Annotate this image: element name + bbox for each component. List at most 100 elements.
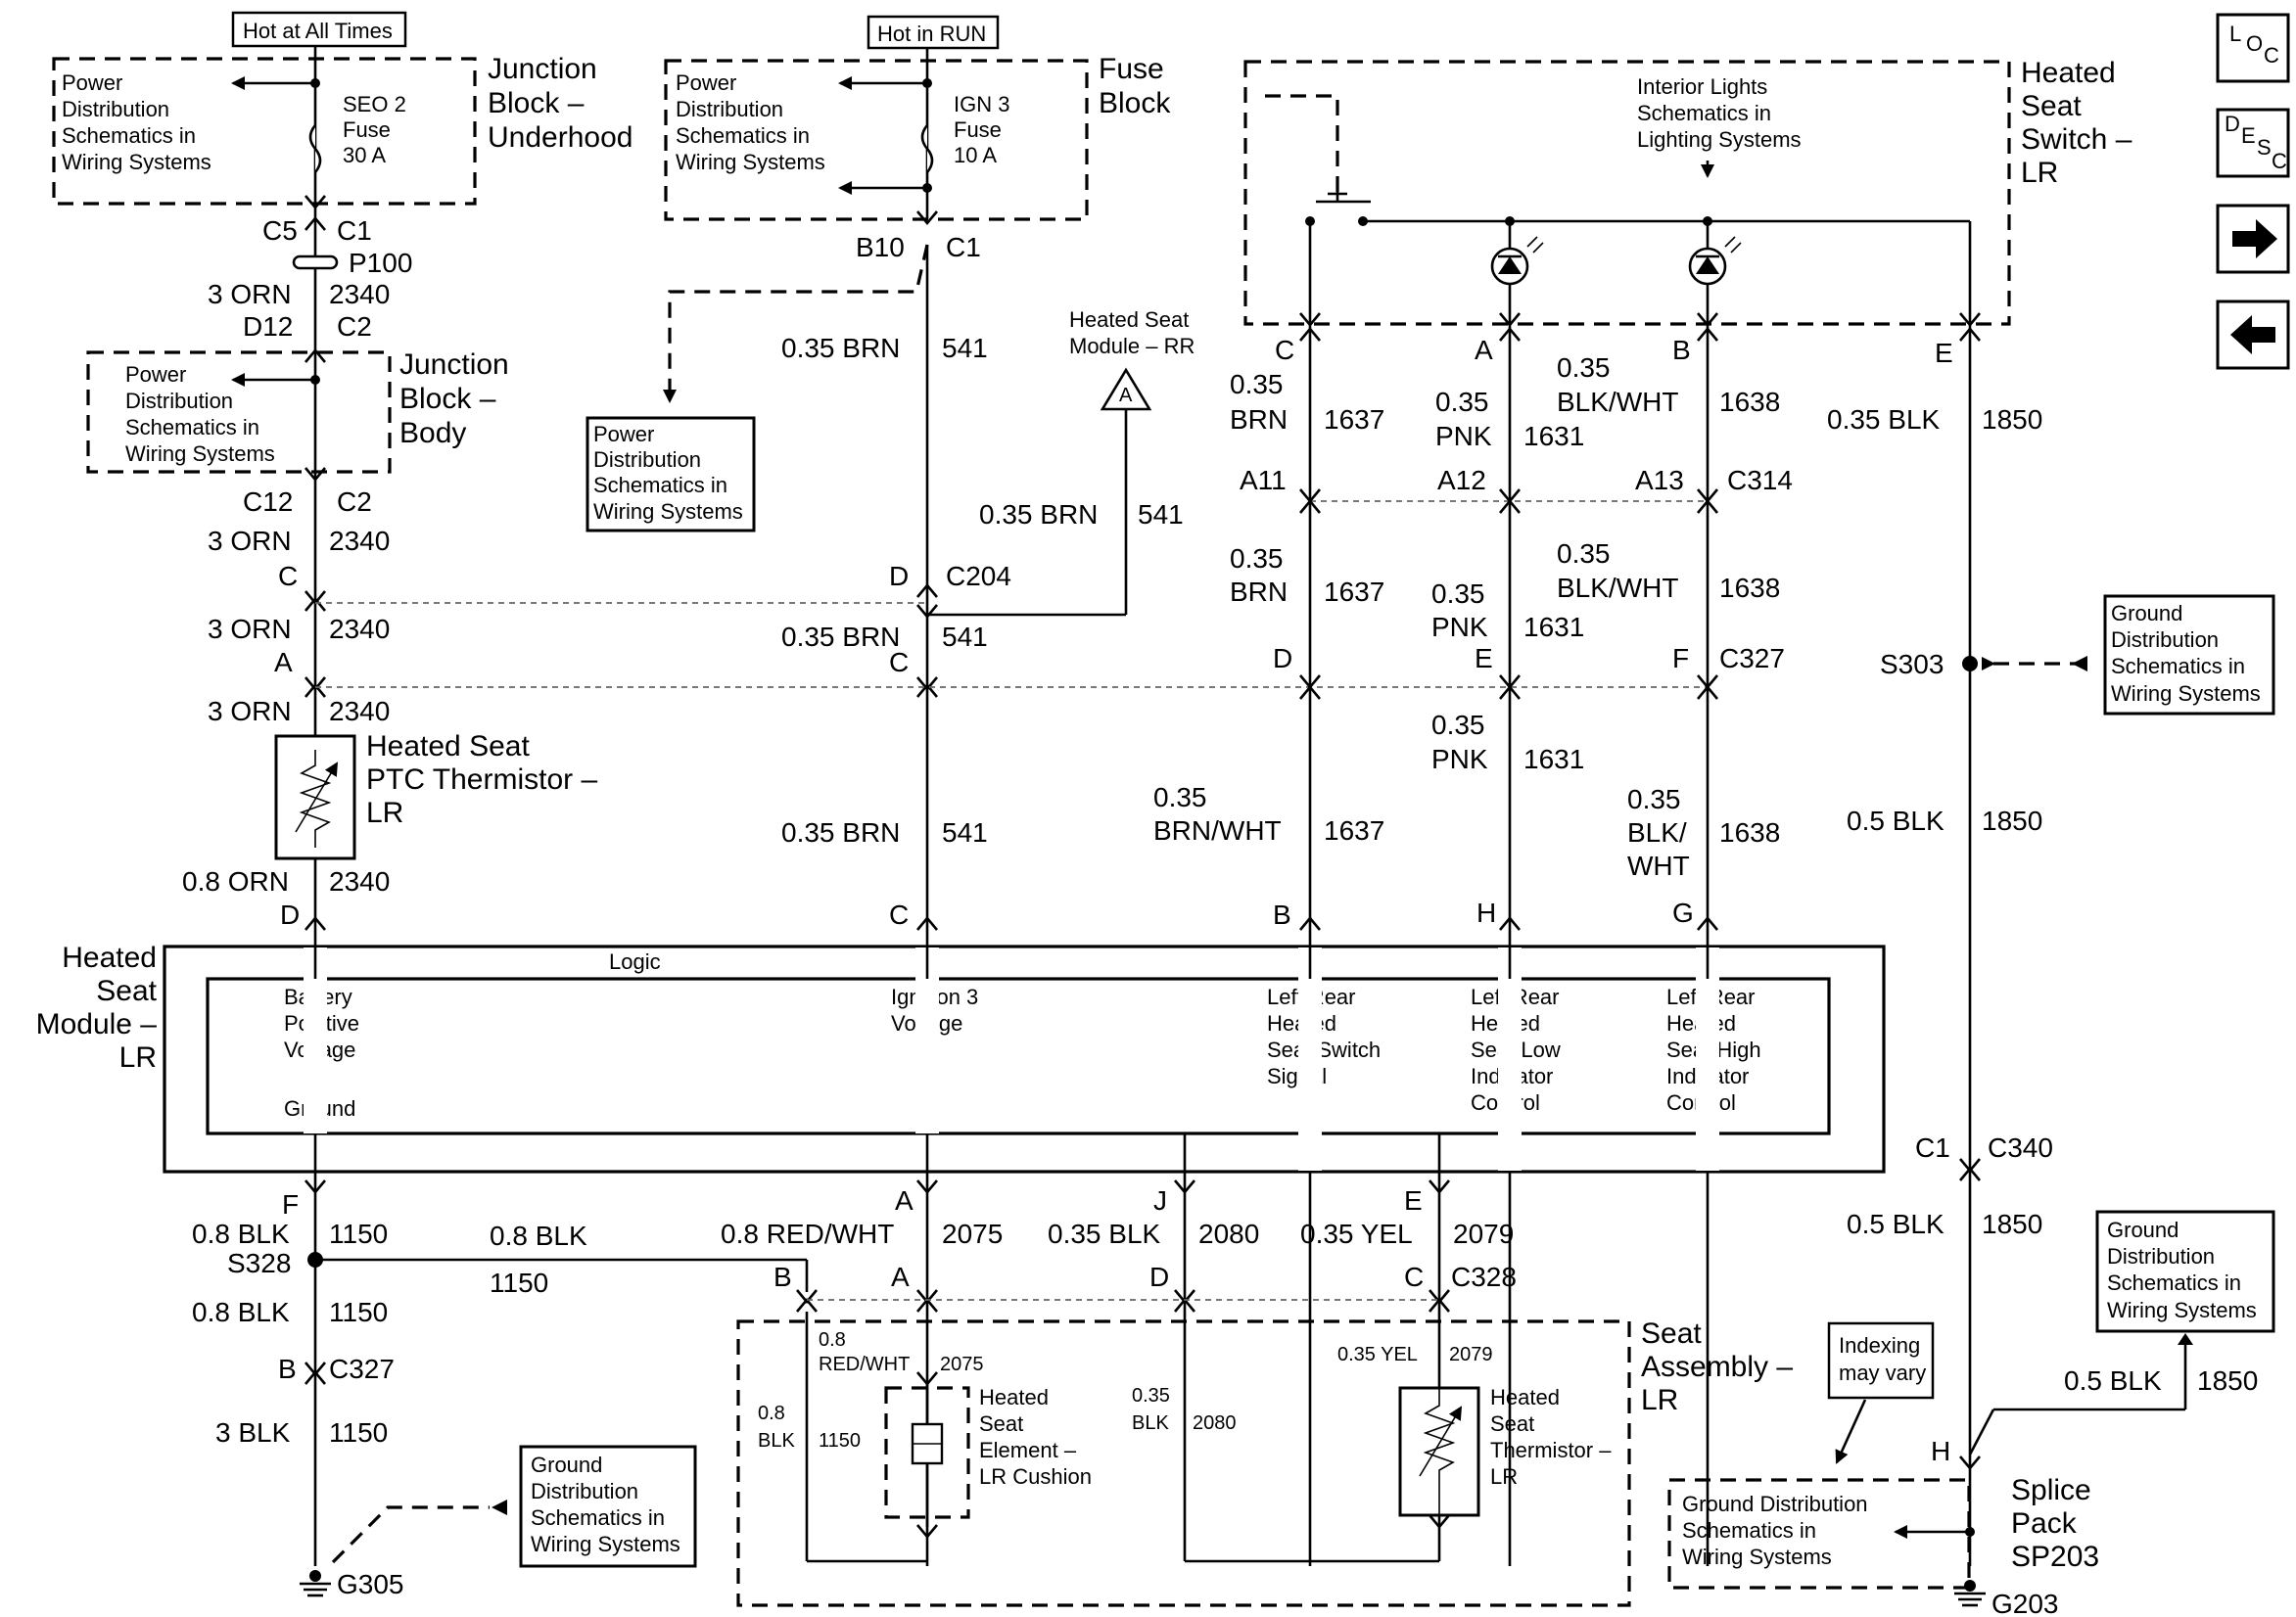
svg-text:S: S (2257, 135, 2272, 160)
svg-text:0.5 BLK: 0.5 BLK (1847, 806, 1945, 836)
svg-text:D: D (2225, 112, 2240, 136)
svg-text:2340: 2340 (329, 866, 390, 897)
ground-distribution-ref-1[interactable] (2103, 594, 2275, 716)
svg-text:BRN: BRN (1230, 404, 1288, 435)
svg-text:0.35 YEL: 0.35 YEL (1337, 1344, 1418, 1365)
svg-text:C328: C328 (1451, 1262, 1517, 1292)
svg-text:D: D (889, 561, 909, 591)
previous-page-button[interactable] (2216, 300, 2290, 370)
svg-text:Schematics in: Schematics in (676, 123, 810, 148)
ground-distribution-ref-3[interactable] (2095, 1210, 2275, 1333)
svg-text:C340: C340 (1988, 1132, 2053, 1163)
heated-seat-switch-label: Heated Seat Switch – LR (2021, 57, 2132, 189)
svg-text:Power: Power (125, 362, 186, 387)
svg-text:0.8 BLK: 0.8 BLK (192, 1297, 290, 1327)
svg-text:A13: A13 (1635, 465, 1684, 495)
svg-text:C314: C314 (1727, 465, 1793, 495)
svg-text:SP203: SP203 (2011, 1541, 2099, 1573)
svg-text:G305: G305 (337, 1569, 404, 1599)
svg-text:Schematics in: Schematics in (1682, 1518, 1816, 1543)
svg-text:Module – RR: Module – RR (1069, 334, 1195, 358)
svg-text:2340: 2340 (329, 526, 390, 556)
svg-text:PNK: PNK (1435, 421, 1492, 451)
svg-text:3 BLK: 3 BLK (215, 1417, 291, 1448)
svg-text:Wiring Systems: Wiring Systems (125, 441, 275, 466)
svg-text:Splice: Splice (2011, 1474, 2091, 1506)
svg-text:2080: 2080 (1193, 1412, 1237, 1434)
svg-text:E: E (1935, 338, 1953, 368)
fuse-block-label: Fuse Block (1099, 53, 1171, 119)
svg-text:O: O (2246, 31, 2263, 56)
svg-text:Fuse: Fuse (343, 117, 391, 142)
ground-g305-icon (300, 1570, 331, 1597)
svg-text:0.8 RED/WHT: 0.8 RED/WHT (721, 1219, 894, 1249)
logic-label: Logic (609, 949, 661, 974)
svg-text:Seat: Seat (96, 975, 157, 1007)
hot-at-all-times-box (231, 11, 407, 48)
svg-text:1150: 1150 (819, 1430, 861, 1452)
svg-text:A: A (1475, 335, 1493, 365)
junction-block-body (86, 350, 392, 474)
svg-text:S328: S328 (227, 1248, 291, 1278)
svg-text:Heated: Heated (62, 942, 157, 974)
svg-text:1637: 1637 (1324, 404, 1384, 435)
svg-text:J: J (1153, 1185, 1167, 1216)
svg-text:LR: LR (119, 1041, 157, 1074)
junction-block-underhood-label: Junction Block – Underhood (488, 53, 633, 154)
interior-lights-ref: Interior Lights Schematics in Lighting S… (1637, 74, 1802, 152)
svg-text:Heated: Heated (2021, 57, 2116, 89)
svg-text:3 ORN: 3 ORN (208, 614, 292, 644)
svg-text:3 ORN: 3 ORN (208, 526, 292, 556)
svg-text:BLK/WHT: BLK/WHT (1557, 573, 1678, 603)
arrow-right-icon (2232, 219, 2277, 258)
svg-text:1638: 1638 (1719, 573, 1780, 603)
svg-text:C: C (278, 561, 298, 591)
seo2-fuse-label: SEO 2 Fuse 30 A (343, 92, 406, 167)
svg-text:1850: 1850 (1982, 1209, 2042, 1239)
svg-text:Ground Distribution: Ground Distribution (1682, 1492, 1868, 1516)
svg-text:0.35 BLK: 0.35 BLK (1827, 404, 1941, 435)
svg-text:Thermistor –: Thermistor – (1490, 1438, 1612, 1462)
svg-text:Schematics in: Schematics in (593, 473, 727, 497)
svg-text:may vary: may vary (1839, 1361, 1926, 1385)
seat-thermistor-icon (1419, 1406, 1463, 1477)
svg-text:3 ORN: 3 ORN (208, 696, 292, 726)
svg-text:A: A (274, 647, 293, 677)
fuse-block (664, 59, 1089, 221)
svg-text:Wiring Systems: Wiring Systems (531, 1532, 680, 1556)
svg-text:A: A (1119, 385, 1133, 406)
ground-distribution-ref-2[interactable] (519, 1445, 697, 1568)
hot-at-all-times-label: Hot at All Times (243, 19, 393, 43)
description-button[interactable]: D E S C (2216, 108, 2290, 178)
svg-text:C1: C1 (1915, 1132, 1950, 1163)
svg-text:LR: LR (1641, 1384, 1678, 1416)
arrow-left-icon (2230, 315, 2275, 354)
svg-text:Seat: Seat (979, 1411, 1023, 1436)
svg-text:LR: LR (366, 797, 403, 829)
next-page-button[interactable] (2216, 204, 2290, 274)
svg-text:0.5 BLK: 0.5 BLK (2064, 1365, 2162, 1396)
svg-text:2340: 2340 (329, 279, 390, 309)
svg-text:D12: D12 (243, 311, 293, 342)
svg-text:Block: Block (1099, 87, 1171, 119)
svg-text:LR Cushion: LR Cushion (979, 1464, 1092, 1489)
location-button[interactable]: L O C (2216, 13, 2290, 83)
svg-text:Power: Power (593, 422, 654, 446)
svg-text:2340: 2340 (329, 614, 390, 644)
svg-text:Assembly –: Assembly – (1641, 1351, 1793, 1383)
svg-text:Schematics in: Schematics in (62, 123, 196, 148)
svg-text:30 A: 30 A (343, 143, 386, 167)
svg-text:0.35 BRN: 0.35 BRN (781, 622, 900, 652)
ground-g203-icon (1954, 1580, 1986, 1607)
svg-text:LR: LR (2021, 157, 2058, 189)
svg-text:C: C (1404, 1262, 1424, 1292)
svg-text:F: F (1672, 643, 1689, 673)
svg-text:Wiring Systems: Wiring Systems (2107, 1298, 2257, 1322)
power-distribution-ref-4[interactable] (586, 416, 756, 532)
p100-connector-icon (292, 254, 339, 270)
svg-text:Seat: Seat (1641, 1317, 1702, 1350)
svg-text:BRN/WHT: BRN/WHT (1153, 815, 1282, 846)
svg-text:Ground: Ground (2111, 601, 2182, 625)
svg-text:Fuse: Fuse (1099, 53, 1164, 85)
